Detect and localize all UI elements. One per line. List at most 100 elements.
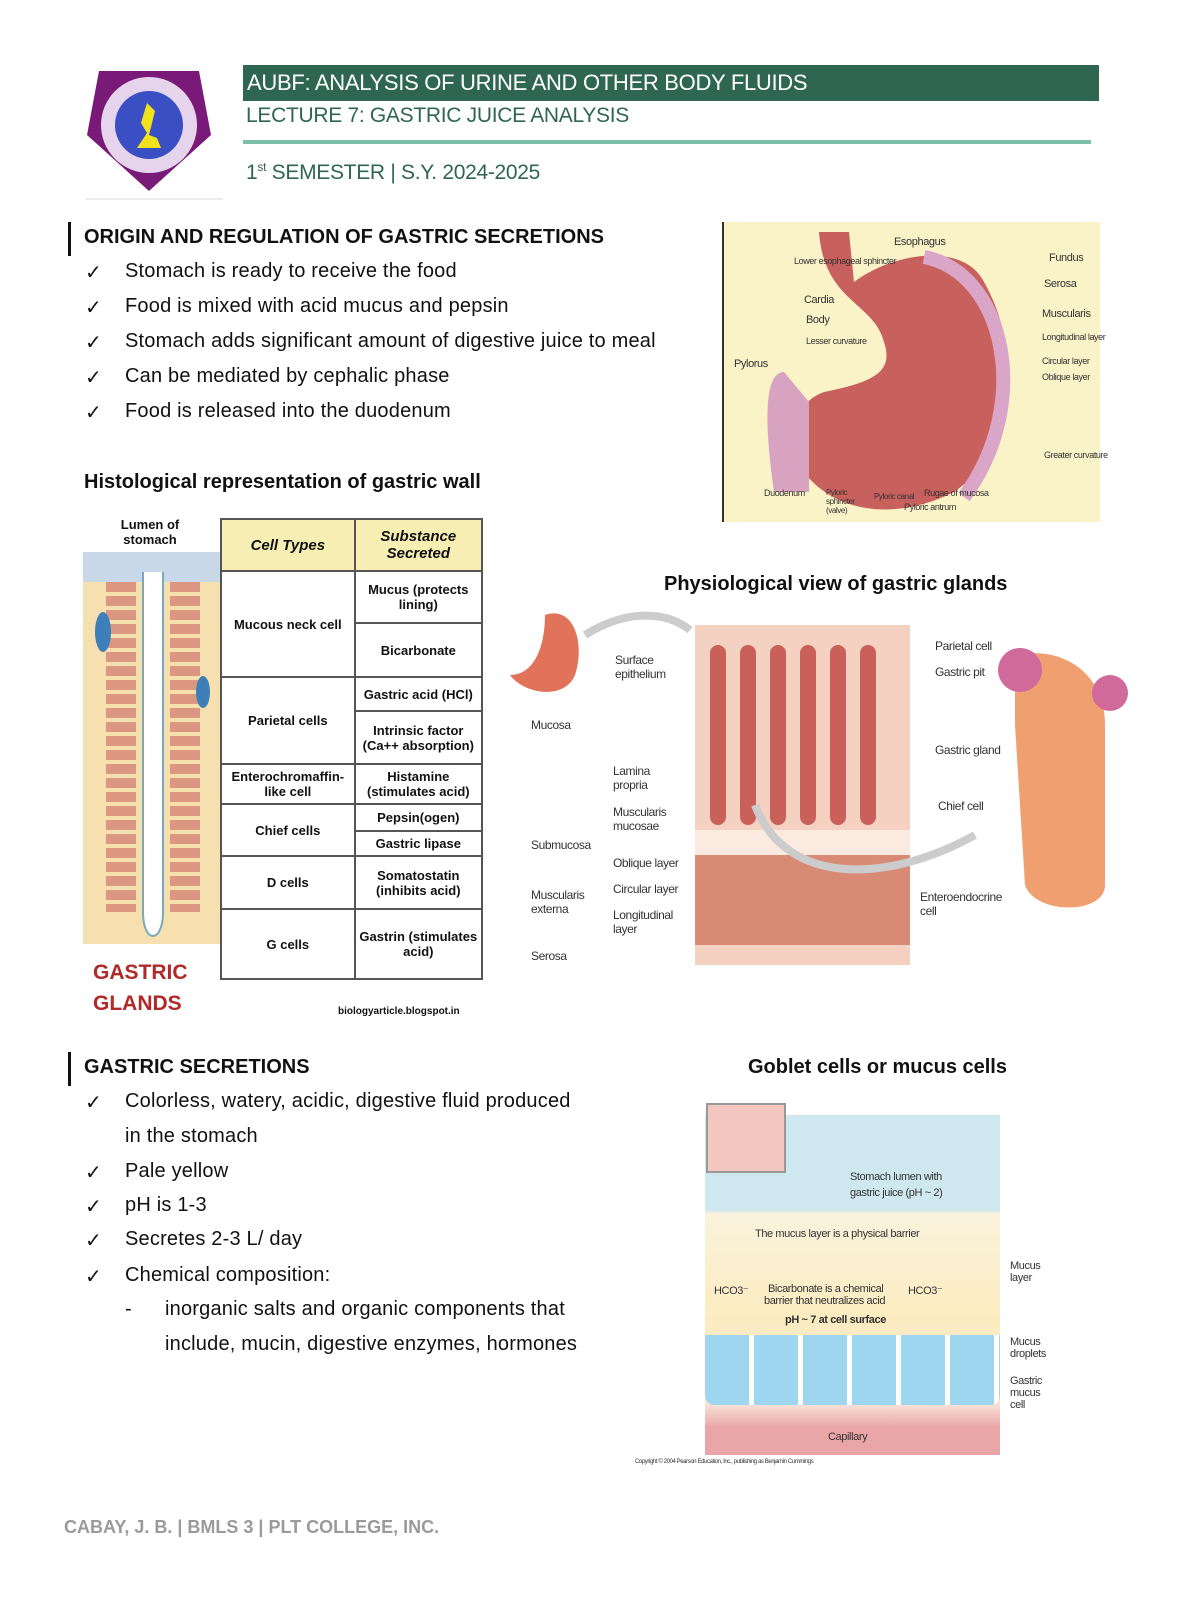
label: Circular layer bbox=[613, 882, 679, 896]
col-header: Substance Secreted bbox=[353, 518, 484, 572]
label: Oblique layer bbox=[613, 856, 679, 870]
label: Pylorus bbox=[734, 358, 768, 370]
label: Stomach lumen with bbox=[850, 1171, 942, 1183]
college-logo bbox=[87, 71, 211, 191]
cell-type: Parietal cells bbox=[220, 676, 356, 765]
header-rule bbox=[243, 140, 1091, 144]
gastric-glands-label: GASTRIC GLANDS bbox=[93, 961, 188, 1015]
bullet-text: Can be mediated by cephalic phase bbox=[125, 365, 450, 387]
cell-type: G cells bbox=[220, 908, 356, 980]
cell-type: Enterochromaffin-like cell bbox=[220, 763, 356, 805]
stomach-anatomy-figure: Esophagus Lower esophageal sphincter Car… bbox=[722, 222, 1108, 522]
label: Esophagus bbox=[894, 236, 946, 248]
label: pH ~ 7 at cell surface bbox=[785, 1314, 886, 1326]
sem-rest: SEMESTER | S.Y. 2024-2025 bbox=[266, 161, 541, 184]
check-icon: ✓ bbox=[85, 367, 102, 389]
label: Serosa bbox=[531, 949, 567, 963]
section-marker bbox=[68, 222, 71, 256]
footer: CABAY, J. B. | BMLS 3 | PLT COLLEGE, INC… bbox=[64, 1517, 440, 1537]
label: HCO3⁻ bbox=[714, 1285, 749, 1297]
substance: Gastrin (stimulates acid) bbox=[353, 908, 484, 980]
bullet-text: include, mucin, digestive enzymes, hormo… bbox=[165, 1333, 578, 1355]
inset-thumbnail bbox=[706, 1103, 786, 1173]
label: Chief cell bbox=[938, 799, 984, 813]
label: Lower esophageal sphincter bbox=[794, 256, 897, 266]
check-icon: ✓ bbox=[85, 332, 102, 354]
copyright: Copyright © 2004 Pearson Education, Inc.… bbox=[635, 1459, 814, 1465]
lumen-label: Lumen of stomach bbox=[120, 517, 180, 547]
sem-num: 1 bbox=[246, 161, 258, 184]
cell-type: D cells bbox=[220, 855, 356, 910]
image-credit: biologyarticle.blogspot.in bbox=[338, 1006, 460, 1017]
label: barrier that neutralizes acid bbox=[764, 1295, 886, 1307]
bullet-text: Stomach is ready to receive the food bbox=[125, 260, 457, 282]
check-icon: ✓ bbox=[85, 262, 102, 284]
label: Muscularis externa bbox=[531, 888, 585, 916]
label: Duodenum bbox=[764, 488, 805, 498]
bullet-text: Secretes 2-3 L/ day bbox=[125, 1228, 303, 1250]
label: Submucosa bbox=[531, 838, 591, 852]
label: Muscularis mucosae bbox=[613, 805, 667, 833]
gastric-wall-illustration bbox=[510, 611, 1128, 965]
label: Lamina propria bbox=[613, 764, 650, 792]
substance: Gastric acid (HCl) bbox=[353, 676, 484, 712]
label: Gastric gland bbox=[935, 743, 1001, 757]
bullet-text: Food is released into the duodenum bbox=[125, 400, 451, 422]
label: Pyloric sphincter (valve) bbox=[826, 488, 855, 515]
label: Body bbox=[806, 314, 830, 326]
label: Rugae of mucosa bbox=[924, 488, 989, 498]
label: Gastric mucus cell bbox=[1010, 1375, 1043, 1411]
goblet-title: Goblet cells or mucus cells bbox=[748, 1056, 1007, 1078]
label: Longitudinal layer bbox=[613, 908, 673, 936]
bullet-text: in the stomach bbox=[125, 1125, 258, 1147]
label: Serosa bbox=[1044, 278, 1077, 290]
check-icon: ✓ bbox=[85, 297, 102, 319]
label: Pyloric antrum bbox=[904, 502, 956, 512]
label: Greater curvature bbox=[1044, 450, 1108, 460]
label: Circular layer bbox=[1042, 356, 1090, 366]
lecture-title: LECTURE 7: GASTRIC JUICE ANALYSIS bbox=[246, 104, 629, 127]
label: Surface epithelium bbox=[615, 653, 666, 681]
label: HCO3⁻ bbox=[908, 1285, 943, 1297]
substance: Histamine (stimulates acid) bbox=[353, 763, 484, 805]
substance: Mucus (protects lining) bbox=[353, 570, 484, 624]
label: Mucus layer bbox=[1010, 1260, 1041, 1284]
physio-title: Physiological view of gastric glands bbox=[664, 573, 1008, 595]
section-marker bbox=[68, 1052, 71, 1086]
label: Fundus bbox=[1049, 252, 1084, 264]
sem-sup: st bbox=[257, 160, 267, 174]
check-icon: ✓ bbox=[85, 1092, 102, 1114]
check-icon: ✓ bbox=[85, 402, 102, 424]
semester-label: 1st SEMESTER | S.Y. 2024-2025 bbox=[246, 160, 540, 185]
stomach-illustration bbox=[767, 232, 1011, 510]
bullet-text: Stomach adds significant amount of diges… bbox=[125, 330, 656, 352]
cell-type: Mucous neck cell bbox=[220, 570, 356, 678]
section-title-origin: ORIGIN AND REGULATION OF GASTRIC SECRETI… bbox=[84, 226, 605, 248]
check-icon: ✓ bbox=[85, 1266, 102, 1288]
substance: Bicarbonate bbox=[353, 622, 484, 678]
label: Lesser curvature bbox=[806, 336, 867, 346]
dash-marker: - bbox=[125, 1298, 132, 1320]
label: Muscularis bbox=[1042, 308, 1091, 320]
check-icon: ✓ bbox=[85, 1230, 102, 1252]
substance: Gastric lipase bbox=[353, 830, 484, 857]
label: Pyloric canal bbox=[874, 492, 915, 501]
label: Oblique layer bbox=[1042, 372, 1090, 382]
label: Mucus droplets bbox=[1010, 1336, 1046, 1360]
substance: Intrinsic factor (Ca++ absorption) bbox=[353, 710, 484, 765]
label: Longitudinal layer bbox=[1042, 332, 1106, 342]
section-title-secretions: GASTRIC SECRETIONS bbox=[84, 1056, 310, 1078]
bullet-text: pH is 1-3 bbox=[125, 1194, 207, 1216]
label: gastric juice (pH ~ 2) bbox=[850, 1187, 943, 1199]
substance: Somatostatin (inhibits acid) bbox=[353, 855, 484, 910]
histology-title: Histological representation of gastric w… bbox=[84, 471, 481, 493]
bullet-text: Food is mixed with acid mucus and pepsin bbox=[125, 295, 509, 317]
label: Bicarbonate is a chemical bbox=[768, 1283, 884, 1295]
gastric-gland-illustration bbox=[83, 552, 220, 944]
substance: Pepsin(ogen) bbox=[353, 803, 484, 832]
label: Capillary bbox=[828, 1431, 868, 1443]
logo-divider bbox=[85, 198, 223, 200]
course-title-bar: AUBF: ANALYSIS OF URINE AND OTHER BODY F… bbox=[243, 65, 1099, 101]
label: Mucosa bbox=[531, 718, 571, 732]
